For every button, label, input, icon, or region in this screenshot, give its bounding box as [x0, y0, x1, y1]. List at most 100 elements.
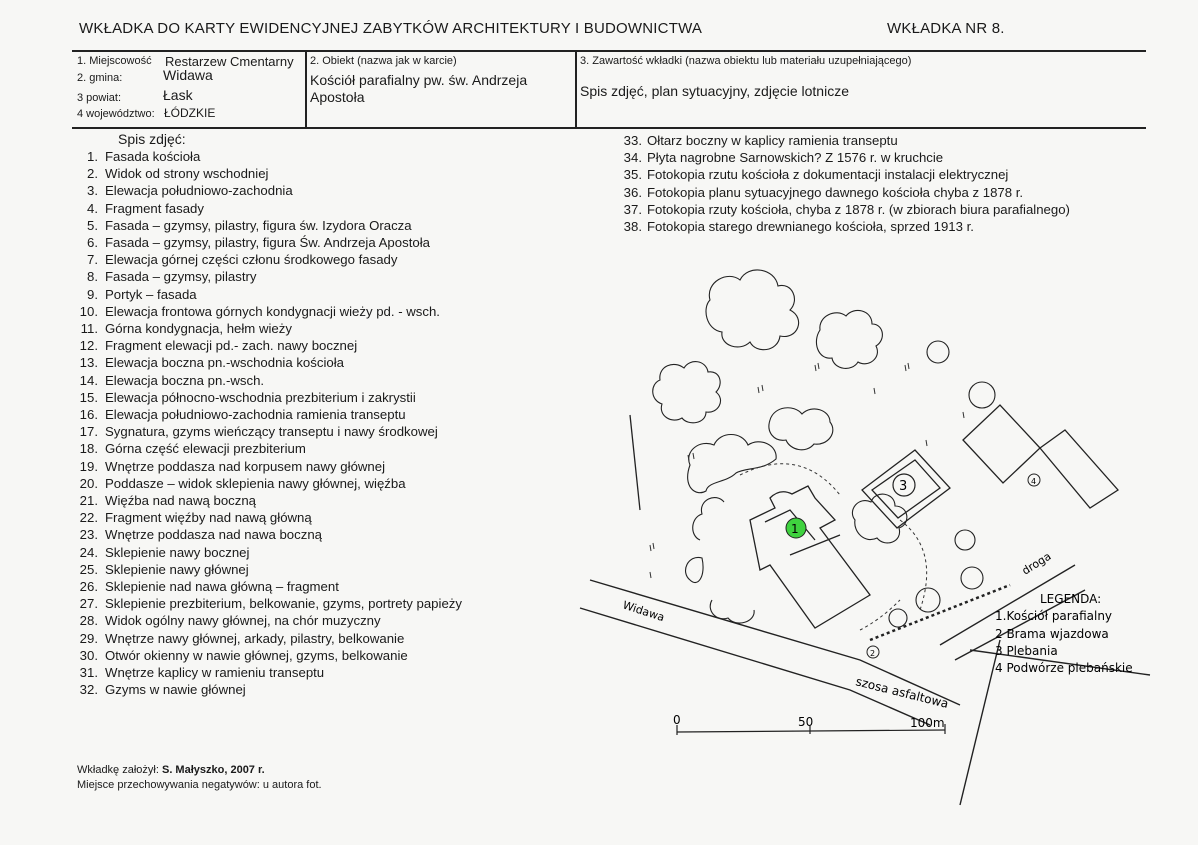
list-item: 20.Poddasze – widok sklepienia nawy głów…	[78, 475, 462, 492]
marker-2-label: 2	[870, 649, 875, 658]
list-item: 38.Fotokopia starego drewnianego kościoł…	[620, 218, 1070, 235]
list-item-number: 18.	[79, 441, 98, 457]
list-item-number: 34.	[623, 150, 642, 166]
tree-cluster-right	[851, 493, 908, 544]
marker-1-circle	[785, 517, 807, 539]
list-item-number: 5.	[87, 217, 98, 233]
list-item-text: Fragment fasady	[105, 200, 204, 216]
marker-3-circle	[892, 473, 916, 497]
gmina-value: Widawa	[163, 67, 213, 83]
voivodeship-label: 4 województwo:	[77, 108, 155, 120]
list-item-number: 8.	[87, 269, 98, 285]
powiat-value: Łask	[163, 87, 193, 103]
tree-small-2	[968, 381, 996, 409]
list-item-number: 22.	[79, 510, 98, 526]
list-item-number: 31.	[79, 665, 98, 681]
list-item: 9.Portyk – fasada	[78, 286, 462, 303]
list-item-number: 23.	[79, 527, 98, 543]
list-item: 11.Górna kondygnacja, hełm wieży	[78, 320, 462, 337]
photo-list-right: 33. Ołtarz boczny w kaplicy ramienia tran…	[620, 132, 1070, 235]
list-item-number: 26.	[79, 579, 98, 595]
list-item-text: Fasada kościoła	[105, 149, 201, 164]
list-item-number: 10.	[79, 303, 98, 319]
list-item: 25.Sklepienie nawy głównej	[78, 561, 462, 578]
list-item: 23. Wnętrze poddasza nad nawa boczną	[78, 526, 462, 543]
gmina-label: 2. gmina:	[77, 72, 123, 84]
legend-item-3: 3 Plebania	[995, 644, 1058, 658]
tree-small-6	[888, 608, 908, 628]
list-item: 36.Fotokopia planu sytuacyjnego dawnego …	[620, 184, 1070, 201]
list-item-number: 21.	[79, 493, 98, 509]
negatives-line: Miejsce przechowywania negatywów: u auto…	[77, 779, 322, 791]
list-item: 1. Fasada kościoła	[78, 148, 462, 165]
list-item-text: Sklepienie nawy głównej	[105, 561, 249, 577]
list-item: 33. Ołtarz boczny w kaplicy ramienia tran…	[620, 132, 1070, 149]
table-bottom-rule	[72, 127, 1146, 129]
list-item-text: Elewacja północno-wschodnia prezbiterium…	[105, 389, 416, 405]
list-item: 28. Widok ogólny nawy głównej, na chór mu…	[78, 612, 462, 629]
list-item-text: Otwór okienny w nawie głównej, gzyms, be…	[105, 647, 408, 663]
fence-line	[869, 583, 1011, 642]
road-label-szosa: szosa asfaltowa	[854, 674, 950, 711]
list-item-text: Płyta nagrobne Sarnowskich? Z 1576 r. w …	[647, 150, 944, 166]
list-item-number: 32.	[79, 682, 98, 698]
table-divider-2	[575, 50, 577, 128]
list-item-number: 29.	[79, 630, 98, 646]
list-item-number: 27.	[79, 596, 98, 612]
list-item: 24.Sklepienie nawy bocznej	[78, 544, 462, 561]
tree-cluster-mid	[815, 309, 883, 369]
list-item-text: Widok od strony wschodniej	[105, 166, 269, 182]
list-item-number: 20.	[79, 475, 98, 491]
list-item-text: Sklepienie prezbiterium, belkowanie, gzy…	[105, 596, 462, 612]
list-item-text: Wnętrze poddasza nad nawa boczną	[105, 527, 323, 543]
list-item-text: Elewacja frontowa górnych kondygnacji wi…	[105, 303, 440, 319]
list-item: 16.Elewacja południowo-zachodnia ramieni…	[78, 406, 462, 423]
list-item-number: 38.	[623, 219, 642, 235]
list-item-number: 33.	[623, 133, 642, 148]
list-item-number: 11.	[80, 321, 98, 337]
list-item: 29.Wnętrze nawy głównej, arkady, pilastr…	[78, 630, 462, 647]
tree-row-bottom	[685, 497, 755, 624]
list-item: 15. Elewacja północno-wschodnia prezbiter…	[78, 389, 462, 406]
list-item-number: 3.	[87, 183, 98, 199]
voivodeship-value: ŁÓDZKIE	[164, 106, 216, 120]
list-item-text: Fragment elewacji pd.- zach. nawy boczne…	[105, 338, 358, 354]
list-item: 2.Widok od strony wschodniej	[78, 165, 462, 182]
list-item-text: Elewacja boczna pn.-wschodnia kościoła	[105, 355, 344, 371]
list-item-text: Wnętrze kaplicy w ramieniu transeptu	[105, 665, 325, 681]
list-item-number: 9.	[87, 286, 98, 302]
author-name: S. Małyszko, 2007 r.	[161, 764, 265, 776]
dashed-path	[739, 463, 928, 631]
legend-title: LEGENDA:	[1040, 592, 1101, 606]
list-item-text: Widok ogólny nawy głównej, na chór muzyc…	[105, 613, 381, 629]
location-cell: 1. Miejscowość Restarzew Cmentarny 2. gm…	[77, 54, 302, 125]
presbytery-building	[861, 449, 951, 529]
scale-label-50: 50	[798, 715, 813, 729]
list-item-text: Elewacja południowo-zachodnia	[105, 183, 293, 199]
list-item-number: 28.	[79, 613, 98, 629]
powiat-label: 3 powiat:	[77, 92, 122, 104]
list-item-text: Fotokopia rzutu kościoła z dokumentacji …	[647, 167, 1009, 183]
list-item-text: Ołtarz boczny w kaplicy ramienia transep…	[647, 133, 898, 148]
list-item-text: Więźba nad nawą boczną	[105, 493, 257, 509]
list-item: 27. Sklepienie prezbiterium, belkowanie, …	[78, 595, 462, 612]
list-item-number: 1.	[87, 149, 98, 164]
marker-4-label: 4	[1031, 477, 1036, 486]
locality-value: Restarzew Cmentarny	[165, 54, 294, 69]
list-item: 21. Więźba nad nawą boczną	[78, 492, 462, 509]
list-item-number: 37.	[623, 201, 642, 217]
marker-4-circle	[1027, 473, 1041, 487]
outbuildings	[962, 404, 1119, 509]
list-item-number: 15.	[79, 389, 98, 405]
tree-small-1	[926, 340, 950, 364]
scale-label-0: 0	[673, 713, 681, 727]
list-item: 3. Elewacja południowo-zachodnia	[78, 182, 462, 199]
marker-3-label: 3	[899, 479, 907, 494]
list-item: 31. Wnętrze kaplicy w ramieniu transeptu	[78, 664, 462, 681]
list-item: 5. Fasada – gzymsy, pilastry, figura św. …	[78, 217, 462, 234]
legend-item-4: 4 Podwórze plebańskie	[995, 661, 1133, 675]
list-item-text: Fasada – gzymsy, pilastry, figura św. Iz…	[105, 217, 412, 233]
list-item: 32.Gzyms w nawie głównej	[78, 681, 462, 698]
tree-cluster-top	[705, 269, 800, 351]
